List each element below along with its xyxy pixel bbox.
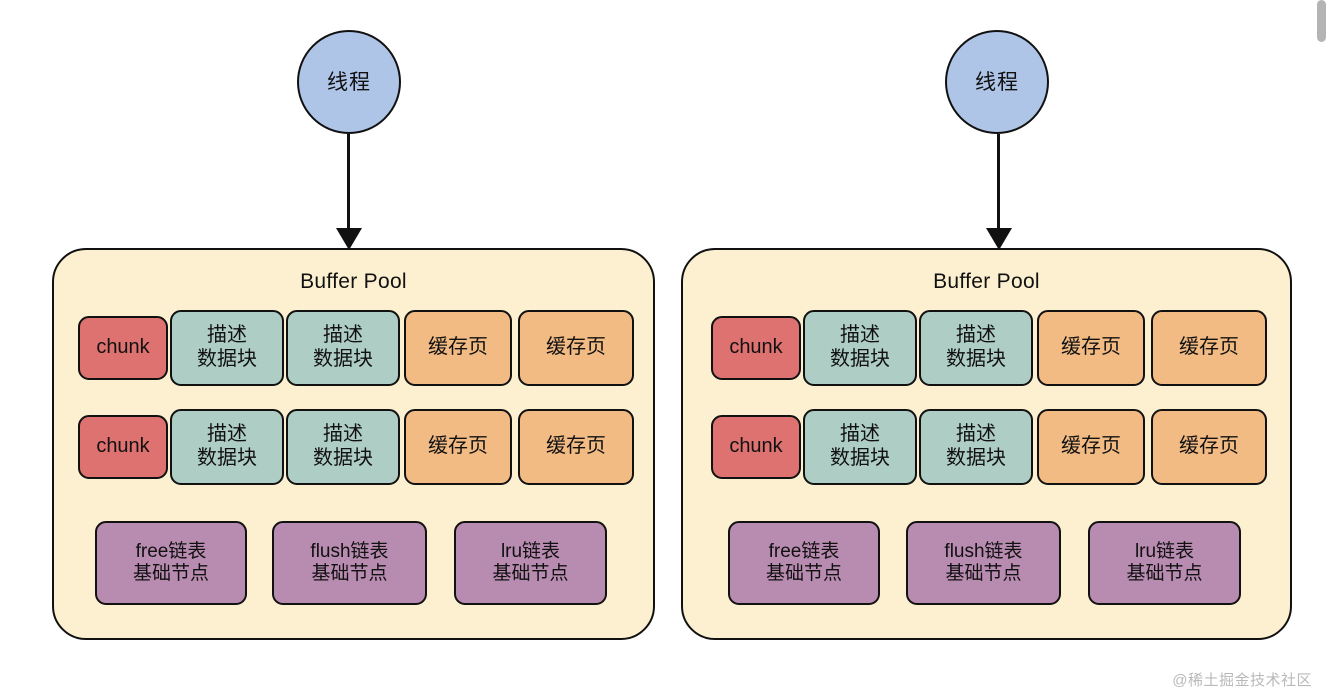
node-list-right-r3-c3: lru链表基础节点: [1088, 521, 1241, 605]
node-chunk-right-r1-c1: chunk: [711, 316, 801, 380]
node-label-line: 数据块: [946, 348, 1006, 370]
arrow-head-icon: [986, 228, 1012, 250]
node-label-line: 描述: [956, 324, 996, 347]
node-label-line: chunk: [729, 336, 783, 359]
node-chunk-right-r2-c1: chunk: [711, 415, 801, 479]
node-desc-right-r1-c3: 描述数据块: [919, 310, 1033, 386]
node-label-line: 描述: [207, 423, 247, 446]
node-label-line: 缓存页: [428, 336, 488, 359]
node-desc-left-r2-c3: 描述数据块: [286, 409, 400, 485]
node-list-left-r3-c3: lru链表基础节点: [454, 521, 607, 605]
node-desc-right-r2-c3: 描述数据块: [919, 409, 1033, 485]
node-label-line: flush链表: [310, 540, 389, 562]
node-label-line: chunk: [96, 435, 150, 458]
node-label-line: 描述: [956, 423, 996, 446]
node-page-right-r2-c5: 缓存页: [1151, 409, 1267, 485]
node-list-left-r3-c2: flush链表基础节点: [272, 521, 427, 605]
node-label-line: 基础节点: [1126, 563, 1203, 584]
node-page-left-r1-c5: 缓存页: [518, 310, 634, 386]
node-label-line: 基础节点: [132, 563, 209, 584]
node-label-line: flush链表: [944, 540, 1023, 562]
node-label-line: 数据块: [830, 348, 890, 370]
node-list-left-r3-c1: free链表基础节点: [95, 521, 247, 605]
thread-node-label: 线程: [975, 70, 1019, 94]
node-label-line: 数据块: [197, 447, 257, 469]
node-chunk-left-r2-c1: chunk: [78, 415, 168, 479]
page-scrollbar-thumb[interactable]: [1317, 0, 1326, 42]
node-label-line: 描述: [207, 324, 247, 347]
node-label-line: 基础节点: [311, 563, 388, 584]
node-label-line: 基础节点: [945, 563, 1022, 584]
node-label-line: free链表: [135, 540, 207, 562]
page-scrollbar[interactable]: [1314, 0, 1328, 700]
node-label-line: 描述: [840, 324, 880, 347]
node-label-line: 缓存页: [1179, 336, 1239, 359]
arrow-thread-to-pool-left: [336, 134, 362, 250]
node-label-line: chunk: [96, 336, 150, 359]
thread-node-right: 线程: [945, 30, 1049, 134]
buffer-pool-title: Buffer Pool: [300, 270, 407, 293]
node-label-line: 描述: [323, 423, 363, 446]
buffer-pool-title: Buffer Pool: [933, 270, 1040, 293]
node-page-right-r1-c5: 缓存页: [1151, 310, 1267, 386]
arrow-shaft: [347, 134, 350, 232]
node-label-line: 缓存页: [1061, 336, 1121, 359]
node-page-right-r1-c4: 缓存页: [1037, 310, 1145, 386]
node-page-right-r2-c4: 缓存页: [1037, 409, 1145, 485]
thread-node-left: 线程: [297, 30, 401, 134]
node-label-line: 数据块: [313, 348, 373, 370]
node-label-line: 缓存页: [1179, 435, 1239, 458]
node-page-left-r2-c5: 缓存页: [518, 409, 634, 485]
node-desc-right-r1-c2: 描述数据块: [803, 310, 917, 386]
node-chunk-left-r1-c1: chunk: [78, 316, 168, 380]
node-label-line: 描述: [840, 423, 880, 446]
arrow-shaft: [997, 134, 1000, 232]
node-label-line: 缓存页: [428, 435, 488, 458]
node-list-right-r3-c2: flush链表基础节点: [906, 521, 1061, 605]
node-desc-left-r2-c2: 描述数据块: [170, 409, 284, 485]
node-label-line: 数据块: [197, 348, 257, 370]
node-label-line: 缓存页: [546, 336, 606, 359]
node-desc-left-r1-c3: 描述数据块: [286, 310, 400, 386]
node-desc-left-r1-c2: 描述数据块: [170, 310, 284, 386]
node-page-left-r2-c4: 缓存页: [404, 409, 512, 485]
node-label-line: 数据块: [313, 447, 373, 469]
watermark: @稀土掘金技术社区: [1172, 672, 1312, 689]
node-label-line: 基础节点: [492, 563, 569, 584]
node-label-line: 缓存页: [1061, 435, 1121, 458]
node-label-line: 数据块: [830, 447, 890, 469]
node-label-line: 基础节点: [765, 563, 842, 584]
arrow-head-icon: [336, 228, 362, 250]
node-label-line: free链表: [768, 540, 840, 562]
node-list-right-r3-c1: free链表基础节点: [728, 521, 880, 605]
node-label-line: 描述: [323, 324, 363, 347]
thread-node-label: 线程: [327, 70, 371, 94]
arrow-thread-to-pool-right: [986, 134, 1012, 250]
node-label-line: 缓存页: [546, 435, 606, 458]
node-label-line: chunk: [729, 435, 783, 458]
node-label-line: 数据块: [946, 447, 1006, 469]
node-page-left-r1-c4: 缓存页: [404, 310, 512, 386]
node-label-line: lru链表: [500, 540, 561, 562]
node-desc-right-r2-c2: 描述数据块: [803, 409, 917, 485]
node-label-line: lru链表: [1134, 540, 1195, 562]
